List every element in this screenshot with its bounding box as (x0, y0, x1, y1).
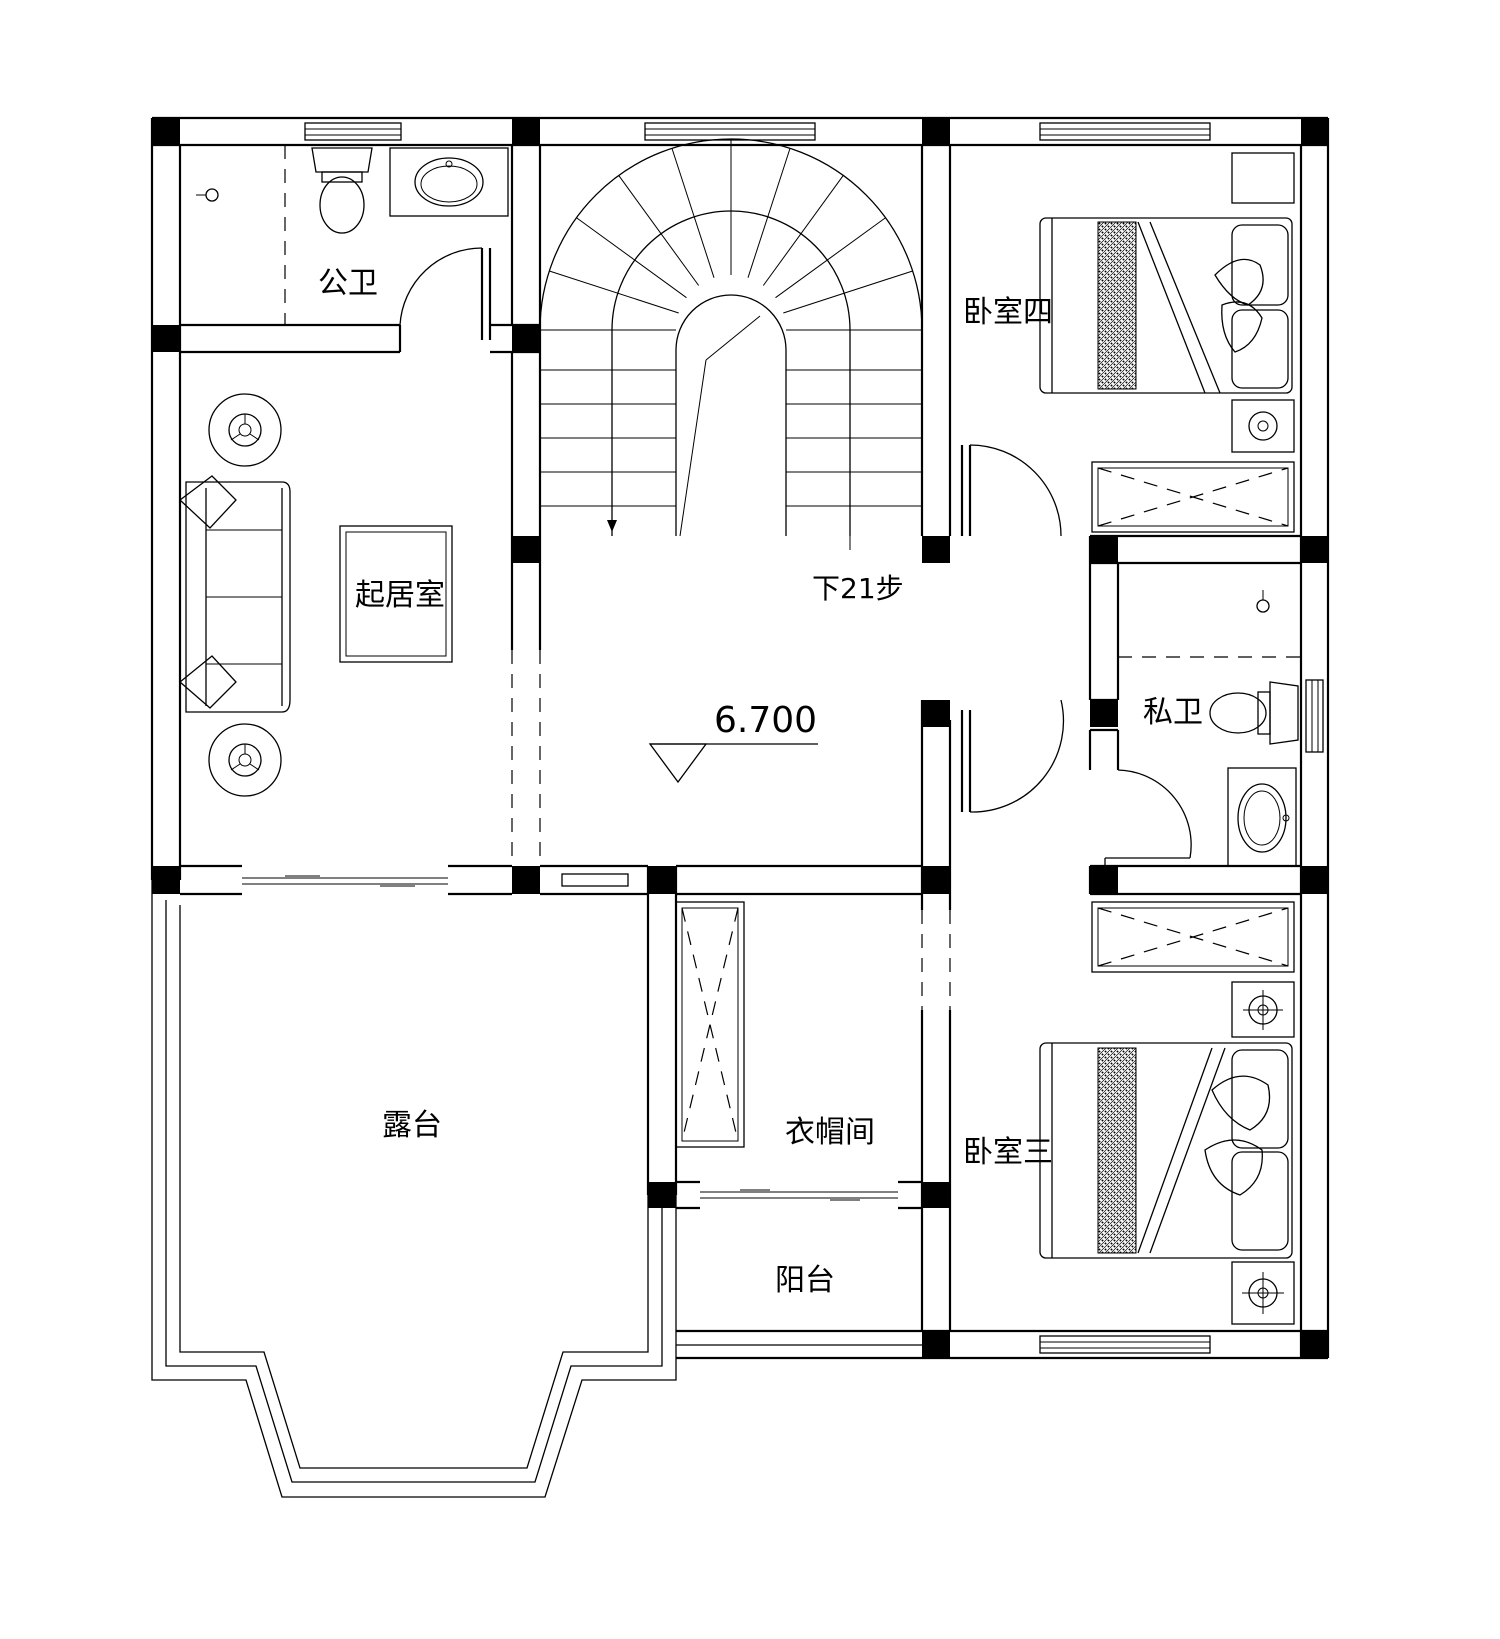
sink-icon (1227, 767, 1297, 867)
floor-drain-icon (1256, 590, 1270, 613)
lamp-icon (1231, 1261, 1295, 1325)
doors (242, 247, 1192, 1201)
stair-tread (618, 175, 700, 286)
room-label-terrace: 露台 (382, 1108, 442, 1143)
lamp-icon (1231, 981, 1295, 1038)
living-room-furniture (178, 393, 453, 797)
room-label-bedroom3: 卧室三 (963, 1135, 1053, 1170)
room-label-cloakroom: 衣帽间 (785, 1115, 875, 1150)
stair-tread (549, 270, 679, 314)
spiral-stair-icon (539, 138, 923, 550)
toilet-icon (311, 147, 373, 234)
elevation-value: 6.700 (714, 700, 817, 741)
nightstand (1231, 152, 1295, 204)
bedroom4-furniture (1039, 152, 1295, 533)
stair-tread (576, 217, 687, 299)
room-label-balcony: 阳台 (775, 1263, 835, 1298)
top-windows (304, 122, 1324, 1354)
bed-icon (1039, 217, 1293, 394)
sofa-icon (178, 475, 291, 713)
tv-cabinet (339, 525, 453, 663)
floor-drain-icon (196, 188, 219, 202)
room-labels: 公卫 起居室 卧室四 私卫 露台 衣帽间 卧室三 阳台 下21步 (318, 266, 1203, 1298)
wardrobe-icon (1091, 901, 1295, 973)
outer-walls (150, 116, 1330, 1360)
stair-tread (762, 175, 844, 286)
bed-icon (1039, 1042, 1293, 1259)
terrace-parapet (151, 880, 677, 1498)
toilet-icon (1209, 681, 1299, 745)
room-label-public-bath: 公卫 (318, 266, 378, 301)
stair-tread (747, 148, 791, 278)
lamp-icon (1231, 399, 1295, 453)
sink-icon (389, 147, 509, 217)
room-label-bedroom4: 卧室四 (963, 295, 1053, 330)
wardrobe-icon (1091, 461, 1295, 533)
room-label-private-bath: 私卫 (1143, 695, 1203, 730)
lamp-icon (208, 393, 282, 467)
stair-tread (775, 217, 886, 299)
stair-tread (671, 148, 715, 278)
stair-note: 下21步 (812, 572, 904, 605)
elevation-marker: 6.700 (648, 700, 818, 784)
stair-tread (783, 270, 913, 314)
private-bath-fixtures (1118, 590, 1301, 867)
structural-columns (152, 118, 1328, 1358)
room-label-living: 起居室 (355, 578, 445, 613)
bedroom3-furniture (1039, 901, 1295, 1325)
lamp-icon (208, 723, 282, 797)
wardrobe-icon (675, 901, 745, 1148)
public-bath-fixtures (196, 145, 509, 325)
